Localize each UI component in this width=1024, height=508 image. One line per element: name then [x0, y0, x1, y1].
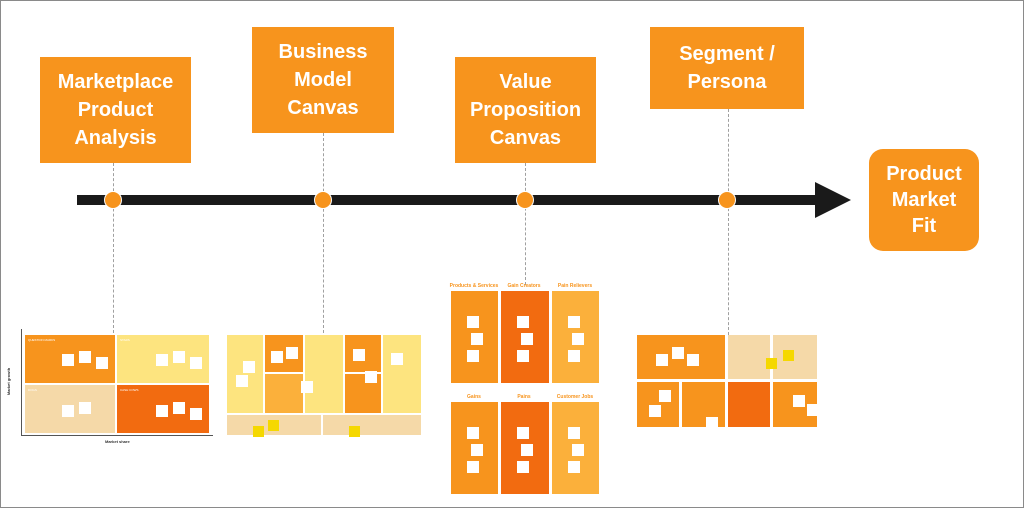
- sticky-note: [96, 357, 108, 369]
- sticky-note: [649, 405, 661, 417]
- sticky-note: [568, 316, 580, 328]
- sticky-note: [521, 333, 533, 345]
- sticky-note: [517, 461, 529, 473]
- sticky-note: [467, 461, 479, 473]
- goal-product-market-fit: Product Market Fit: [869, 149, 979, 251]
- sticky-note: [568, 350, 580, 362]
- connector-line: [728, 109, 729, 335]
- quadrant-label: DOGS: [28, 388, 37, 392]
- milestone-dot: [314, 191, 332, 209]
- canvas-block: [323, 415, 421, 435]
- yellow-sticky-note: [253, 426, 264, 437]
- sticky-note: [156, 405, 168, 417]
- goal-label: Product Market Fit: [886, 163, 962, 237]
- yellow-sticky-note: [783, 350, 794, 361]
- milestone-dot: [516, 191, 534, 209]
- stage-label: Segment / Persona: [679, 43, 775, 93]
- persona-block: [682, 382, 725, 427]
- sticky-note: [190, 408, 202, 420]
- sticky-note: [517, 350, 529, 362]
- persona-block: [637, 382, 679, 427]
- canvas-block: [305, 335, 343, 413]
- persona-block: [728, 335, 770, 379]
- connector-line: [113, 163, 114, 333]
- sticky-note: [471, 444, 483, 456]
- vp-header: Gains: [467, 394, 481, 400]
- vp-header: Products & Services: [449, 283, 499, 289]
- milestone-dot: [104, 191, 122, 209]
- sticky-note: [271, 351, 283, 363]
- connector-line: [525, 163, 526, 285]
- sticky-note: [353, 349, 365, 361]
- sticky-note: [243, 361, 255, 373]
- sticky-note: [286, 347, 298, 359]
- yellow-sticky-note: [268, 420, 279, 431]
- stage-label: Value Proposition Canvas: [469, 71, 582, 149]
- sticky-note: [173, 402, 185, 414]
- sticky-note: [79, 402, 91, 414]
- sticky-note: [391, 353, 403, 365]
- sticky-note: [706, 417, 718, 429]
- stage-label: Marketplace Product Analysis: [57, 71, 174, 149]
- connector-line: [323, 133, 324, 333]
- sticky-note: [79, 351, 91, 363]
- canvas-block: [383, 335, 421, 413]
- sticky-note: [572, 333, 584, 345]
- yellow-sticky-note: [766, 358, 777, 369]
- sticky-note: [672, 347, 684, 359]
- sticky-note: [301, 381, 313, 393]
- sticky-note: [807, 404, 819, 416]
- persona-block: [728, 382, 770, 427]
- sticky-note: [572, 444, 584, 456]
- sticky-note: [793, 395, 805, 407]
- sticky-note: [517, 316, 529, 328]
- sticky-note: [568, 461, 580, 473]
- sticky-note: [659, 390, 671, 402]
- stage-value-proposition-canvas: Value Proposition Canvas: [455, 57, 596, 163]
- timeline-arrow-head: [815, 182, 851, 218]
- stage-segment-persona: Segment / Persona: [650, 27, 804, 109]
- sticky-note: [173, 351, 185, 363]
- stage-marketplace-product-analysis: Marketplace Product Analysis: [40, 57, 191, 163]
- y-axis-label: Market growth: [6, 367, 12, 396]
- x-axis-line: [21, 435, 213, 436]
- quadrant-label: CASH COWS: [120, 388, 139, 392]
- sticky-note: [521, 444, 533, 456]
- y-axis-line: [21, 329, 22, 435]
- canvas-block: [227, 335, 263, 413]
- sticky-note: [687, 354, 699, 366]
- stage-label: Business Model Canvas: [278, 41, 368, 119]
- sticky-note: [62, 354, 74, 366]
- sticky-note: [190, 357, 202, 369]
- quadrant-label: STARS: [120, 338, 130, 342]
- canvas-block: [265, 374, 303, 413]
- vp-header: Customer Jobs: [556, 394, 594, 400]
- sticky-note: [156, 354, 168, 366]
- vp-header: Pain Relievers: [557, 283, 593, 289]
- x-axis-label: Market share: [105, 439, 130, 444]
- sticky-note: [62, 405, 74, 417]
- sticky-note: [467, 350, 479, 362]
- vp-header: Pains: [517, 394, 531, 400]
- sticky-note: [236, 375, 248, 387]
- vp-header: Gain Creators: [507, 283, 541, 289]
- sticky-note: [467, 316, 479, 328]
- sticky-note: [467, 427, 479, 439]
- sticky-note: [471, 333, 483, 345]
- quadrant-label: QUESTION MARKS: [28, 338, 56, 342]
- sticky-note: [568, 427, 580, 439]
- milestone-dot: [718, 191, 736, 209]
- sticky-note: [517, 427, 529, 439]
- sticky-note: [656, 354, 668, 366]
- stage-business-model-canvas: Business Model Canvas: [252, 27, 394, 133]
- timeline-arrow-shaft: [77, 195, 823, 205]
- sticky-note: [365, 371, 377, 383]
- persona-block: [773, 335, 817, 379]
- yellow-sticky-note: [349, 426, 360, 437]
